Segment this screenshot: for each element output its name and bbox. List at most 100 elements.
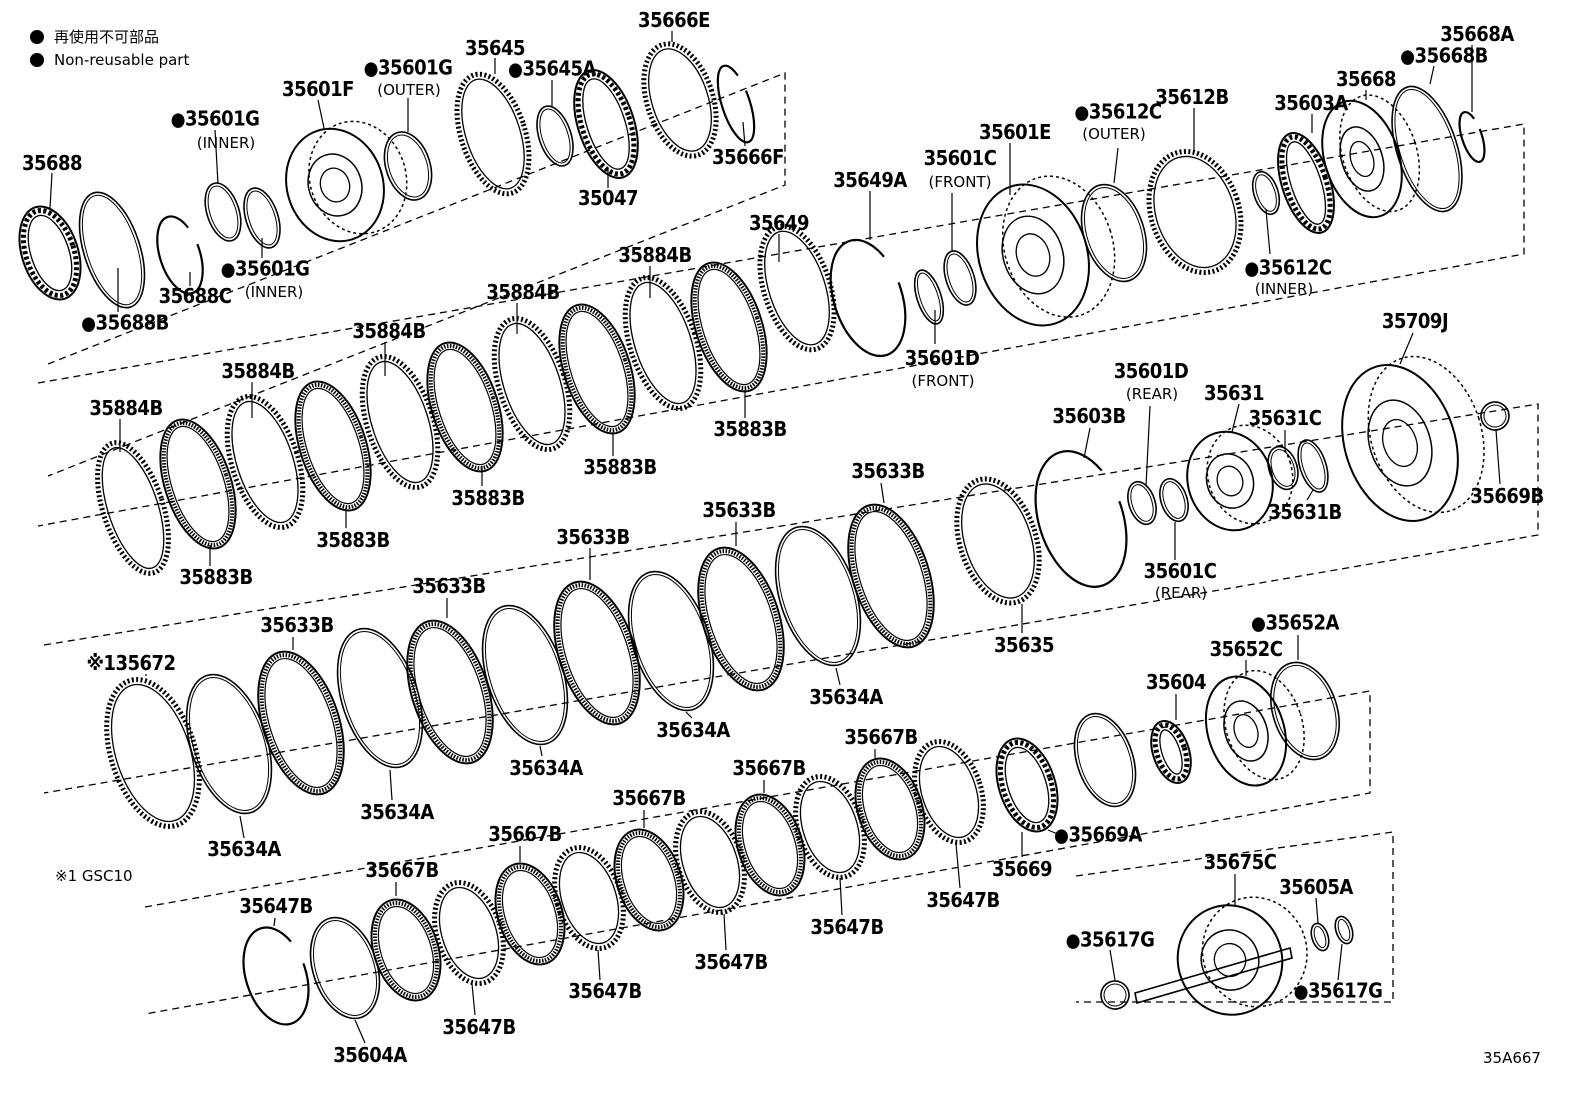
part-number: 35883B [583, 455, 657, 479]
part-label: 35883B [316, 528, 390, 552]
part-number: 35669 [991, 857, 1053, 881]
part-number: 35667B [612, 786, 686, 810]
part-number: 35647B [926, 888, 1000, 912]
friction-disc [613, 828, 685, 932]
part-label: 35667B [365, 859, 439, 881]
ring [1103, 983, 1127, 1007]
part-number: 35634A [809, 685, 883, 709]
friction-disc [161, 420, 235, 548]
leader-line [685, 711, 693, 719]
nonreusable-bullet-icon: ● [1054, 824, 1069, 847]
part-number: 35603A [1274, 91, 1348, 115]
part-label: ●35612C [1244, 257, 1332, 280]
part-label: ※135672 [86, 652, 176, 674]
part-number: 35652C [1209, 637, 1283, 661]
part-qualifier: (INNER) [244, 283, 304, 301]
ring [1255, 174, 1277, 212]
part-number: 35633B [260, 613, 334, 637]
ring [1297, 439, 1329, 493]
drum [1216, 465, 1244, 497]
part-label: 35709J [1381, 309, 1449, 333]
part-number: 35603B [1052, 404, 1126, 428]
leader-line [723, 913, 727, 951]
part-label: 35669B [1470, 485, 1544, 507]
drum [1233, 713, 1259, 749]
ring [188, 676, 270, 812]
part-label: 35667B [732, 756, 806, 780]
leader-line [835, 667, 841, 686]
clutch-plate [231, 400, 299, 524]
part-number: 35667B [732, 756, 806, 780]
bearing [1285, 141, 1327, 225]
part-label: 35884B [486, 281, 560, 303]
part-label: 35884B [352, 320, 426, 342]
leader-line [1315, 897, 1319, 924]
ring [1251, 170, 1281, 216]
clutch-plate [622, 275, 704, 411]
part-label: 35633B [702, 499, 776, 521]
ring [1267, 445, 1299, 491]
part-label: 35668A [1440, 23, 1514, 45]
friction-disc [257, 650, 345, 796]
leader-line [1495, 429, 1501, 485]
friction-disc [558, 303, 636, 435]
clutch-plate [359, 354, 441, 490]
part-label: 35667B [488, 823, 562, 845]
clutch-plate [799, 780, 861, 874]
part-label: 35635 [994, 634, 1055, 656]
group-frame [43, 403, 1539, 794]
part-number: 35634A [360, 800, 434, 824]
clutch-plate [648, 48, 712, 152]
leader-line [273, 917, 276, 927]
part-number: 35634A [509, 756, 583, 780]
ring [383, 131, 433, 201]
part-label: ●35617G [1294, 980, 1383, 1003]
part-label: 35634A [809, 686, 883, 708]
part-number: 35633B [851, 459, 925, 483]
clutch-plate [110, 683, 196, 823]
part-number: 35883B [316, 528, 390, 552]
part-number: 35709J [1381, 309, 1449, 333]
friction-disc [264, 657, 338, 789]
part-number: 35649A [833, 168, 907, 192]
ring [1270, 661, 1340, 761]
part-number: 35612C [1088, 99, 1162, 124]
ring [246, 190, 278, 246]
part-qualifier: (FRONT) [911, 372, 975, 390]
part-number: 35652A [1265, 610, 1339, 635]
clutch-plate [558, 851, 620, 945]
leader-line [389, 769, 393, 801]
drum [976, 183, 1090, 327]
part-label: 35647B [926, 888, 1000, 912]
ring [1159, 477, 1189, 523]
part-label: 35647B [694, 951, 768, 973]
nonreusable-bullet-icon: ● [1293, 980, 1309, 1003]
friction-disc [560, 587, 634, 719]
part-label: 35631C [1249, 407, 1322, 429]
leader-line [1265, 209, 1271, 255]
snap-ring [716, 64, 756, 144]
part-number: 35604 [1145, 670, 1207, 694]
friction-disc [620, 835, 678, 925]
ring [1162, 481, 1186, 519]
clutch-plate [224, 394, 306, 530]
part-number: 35601C [923, 146, 997, 170]
ring [386, 134, 430, 198]
leader-line [1047, 829, 1061, 836]
part-label: 35884B [618, 244, 692, 266]
friction-disc [565, 310, 629, 428]
clutch-plate [461, 78, 525, 190]
ring [943, 250, 977, 306]
part-label: 35647B [568, 980, 642, 1002]
friction-disc [166, 425, 230, 543]
drum [1201, 896, 1308, 1008]
drum [1205, 453, 1255, 509]
bearing [995, 737, 1059, 833]
leader-line [1113, 147, 1119, 184]
part-label: ●35617G [1066, 929, 1155, 952]
part-qualifier: (OUTER) [1082, 125, 1146, 143]
clutch-plate [552, 845, 626, 951]
part-number: 35668B [1414, 43, 1489, 68]
ring [1310, 922, 1330, 952]
